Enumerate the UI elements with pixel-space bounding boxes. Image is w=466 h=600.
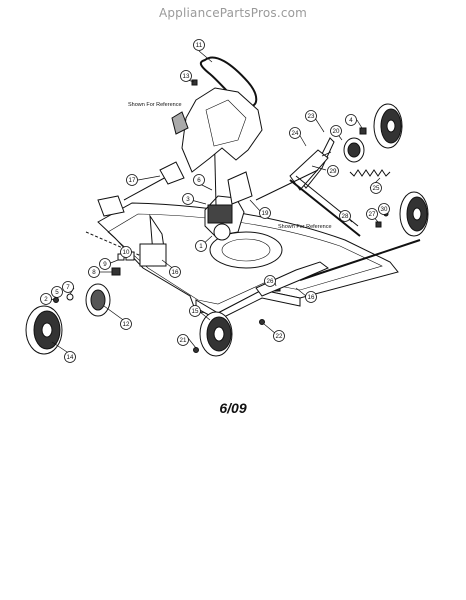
callout-number: 7 (66, 284, 70, 291)
callout-25: 25 (370, 182, 382, 194)
callout-number: 17 (129, 177, 136, 184)
callout-8: 8 (88, 266, 100, 278)
left-pivot-bracket (97, 195, 125, 217)
callout-number: 16 (172, 269, 179, 276)
blade-dome-inner (221, 238, 271, 262)
callout-number: 28 (342, 213, 349, 220)
callout-number: 3 (186, 196, 190, 203)
hub-cap-right (343, 137, 365, 163)
rear-arm-rod (289, 179, 361, 237)
reference-note-upper: Shown For Reference (128, 102, 182, 108)
callout-27: 27 (366, 208, 378, 220)
tension-spring (349, 169, 391, 177)
callout-19: 19 (259, 207, 271, 219)
bushing-4 (359, 127, 367, 135)
drive-pulley (213, 223, 231, 241)
callout-28: 28 (339, 210, 351, 222)
callout-number: 24 (292, 130, 299, 137)
callout-14: 14 (64, 351, 76, 363)
reference-note-lower: Shown For Reference (278, 224, 332, 230)
nut-13 (191, 79, 198, 86)
wheel-rear-right (399, 191, 429, 237)
rear-axle-rod (299, 239, 421, 281)
callout-3: 3 (182, 193, 194, 205)
wheel-hub-12 (85, 283, 111, 317)
callout-5: 5 (51, 286, 63, 298)
callout-number: 20 (333, 128, 340, 135)
left-upper-bracket (159, 161, 185, 185)
callout-9: 9 (99, 258, 111, 270)
callout-11: 11 (193, 39, 205, 51)
nut-5 (53, 297, 59, 303)
shroud-detail (205, 99, 247, 147)
callout-17: 17 (126, 174, 138, 186)
left-pivot-rod (123, 175, 169, 201)
site-watermark: AppliancePartsPros.com (158, 6, 308, 20)
callout-number: 1 (199, 243, 203, 250)
callout-number: 30 (381, 206, 388, 213)
bolt-21 (193, 347, 199, 353)
bolt-22 (259, 319, 265, 325)
callout-12: 12 (120, 318, 132, 330)
callout-2: 2 (40, 293, 52, 305)
callout-number: 23 (308, 113, 315, 120)
callout-number: 4 (349, 117, 353, 124)
callout-number: 5 (55, 289, 59, 296)
date-code: 6/09 (219, 400, 247, 416)
shroud-flap (171, 111, 189, 135)
callout-number: 16 (308, 294, 315, 301)
callout-number: 8 (92, 269, 96, 276)
callout-number: 21 (180, 337, 187, 344)
callout-number: 22 (276, 333, 283, 340)
callout-number: 12 (123, 321, 130, 328)
callout-29: 29 (327, 165, 339, 177)
callout-number: 29 (330, 168, 337, 175)
callout-15: 15 (189, 305, 201, 317)
belt-shroud (181, 87, 263, 173)
callout-4: 4 (345, 114, 357, 126)
callout-number: 26 (267, 278, 274, 285)
callout-number: 19 (262, 210, 269, 217)
wheel-rear-upper (373, 103, 403, 149)
callout-20: 20 (330, 125, 342, 137)
callout-10: 10 (120, 246, 132, 258)
wheel-front-center (199, 311, 233, 357)
callout-number: 25 (373, 185, 380, 192)
height-sector-plate (227, 171, 253, 205)
nut-27 (375, 221, 382, 228)
callout-13: 13 (180, 70, 192, 82)
left-height-plate (139, 243, 167, 267)
rear-link-rod (255, 169, 319, 201)
callout-24: 24 (289, 127, 301, 139)
callout-number: 15 (192, 308, 199, 315)
bushing-8 (111, 267, 121, 276)
callout-22: 22 (273, 330, 285, 342)
callout-number: 27 (369, 211, 376, 218)
rear-skirt (195, 289, 301, 321)
wheel-front-left (25, 305, 63, 355)
rear-hinge-bar (255, 261, 329, 297)
callout-16: 16 (305, 291, 317, 303)
callout-23: 23 (305, 110, 317, 122)
callout-7: 7 (62, 281, 74, 293)
callout-number: 9 (103, 261, 107, 268)
callout-number: 10 (123, 249, 130, 256)
callout-6: 6 (193, 174, 205, 186)
blade-dome (209, 231, 283, 269)
callout-18: 16 (169, 266, 181, 278)
washer-7 (66, 293, 74, 301)
callout-21: 21 (177, 334, 189, 346)
callout-number: 6 (197, 177, 201, 184)
callout-30: 30 (378, 203, 390, 215)
callout-26: 26 (264, 275, 276, 287)
callout-number: 13 (183, 73, 190, 80)
callout-number: 14 (67, 354, 74, 361)
transmission-block (207, 204, 233, 224)
callout-number: 11 (196, 42, 203, 49)
callout-number: 2 (44, 296, 48, 303)
callout-1: 1 (195, 240, 207, 252)
